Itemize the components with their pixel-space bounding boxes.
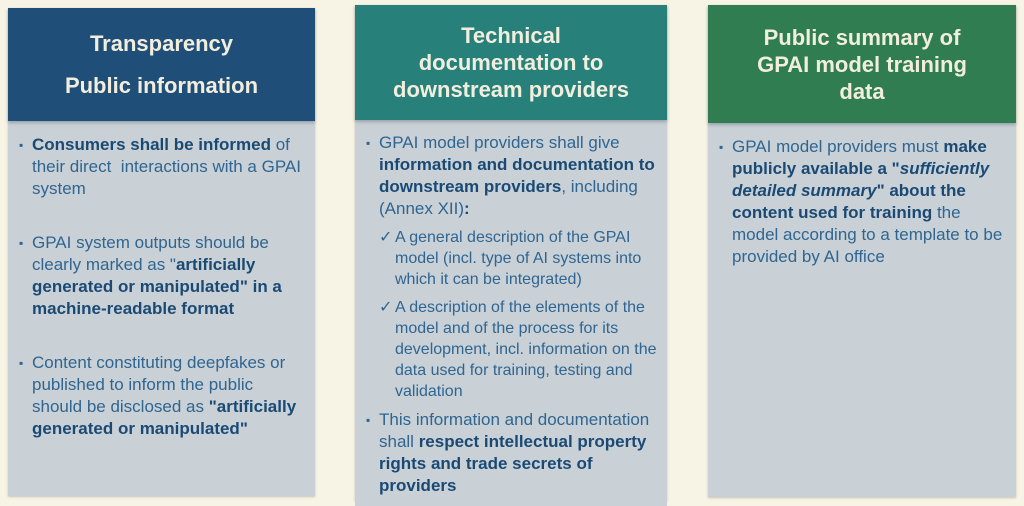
- card-training-data-summary: Public summary of GPAI model training da…: [708, 5, 1016, 497]
- check-icon: ✓: [379, 229, 393, 246]
- bullet-text: GPAI model providers shall give informat…: [379, 133, 660, 218]
- list-item: ▪ GPAI model providers must make publicly…: [719, 136, 1006, 268]
- header-line: documentation to: [418, 50, 604, 75]
- list-item: ▪ Consumers shall be informed of their di…: [19, 134, 305, 200]
- bullet-text: Consumers shall be informed of their dir…: [32, 135, 306, 198]
- list-item-check: ✓A description of the elements of the mo…: [366, 297, 657, 402]
- bullet-icon: ▪: [366, 136, 371, 150]
- bullet-text: A general description of the GPAI model …: [395, 229, 646, 288]
- bullet-icon: ▪: [719, 140, 724, 154]
- header-line: GPAI model training: [757, 51, 967, 77]
- bullet-text: GPAI system outputs should be clearly ma…: [32, 233, 287, 318]
- header-line: Public information: [64, 73, 259, 98]
- bullet-icon: ▪: [19, 138, 24, 152]
- list-item: ▪ GPAI model providers shall give informa…: [366, 132, 657, 220]
- bullet-icon: ▪: [19, 236, 24, 250]
- header-line: downstream providers: [393, 77, 629, 102]
- list-item: ▪ GPAI system outputs should be clearly m…: [19, 232, 305, 320]
- list-item: ▪ This information and documentation shal…: [366, 409, 657, 497]
- card-technical-documentation-body: ▪ GPAI model providers shall give informa…: [355, 120, 667, 506]
- header-line: data: [839, 78, 885, 104]
- card-training-data-summary-header: Public summary of GPAI model training da…: [708, 5, 1016, 123]
- bullet-list: ▪ GPAI model providers shall give informa…: [366, 132, 657, 497]
- card-training-data-summary-body: ▪ GPAI model providers must make publicly…: [708, 123, 1016, 497]
- bullet-list: ▪ GPAI model providers must make publicly…: [719, 136, 1006, 268]
- bullet-text: Content constituting deepfakes or publis…: [32, 353, 301, 438]
- bullet-text: GPAI model providers must make publicly …: [732, 137, 1008, 266]
- card-technical-documentation: Technical documentation to downstream pr…: [355, 5, 667, 506]
- header-line: Public summary of: [763, 24, 961, 50]
- header-line: Technical: [461, 23, 561, 48]
- bullet-icon: ▪: [19, 356, 24, 370]
- card-transparency-body: ▪ Consumers shall be informed of their di…: [8, 121, 315, 496]
- check-icon: ✓: [379, 299, 393, 316]
- card-technical-documentation-header: Technical documentation to downstream pr…: [355, 5, 667, 120]
- card-transparency: Transparency Public information ▪ Consume…: [8, 8, 315, 496]
- bullet-icon: ▪: [366, 413, 371, 427]
- bullet-text: This information and documentation shall…: [379, 410, 654, 495]
- bullet-text: A description of the elements of the mod…: [395, 299, 661, 400]
- header-line: Transparency: [89, 31, 234, 56]
- list-item-check: ✓A general description of the GPAI model…: [366, 227, 657, 290]
- bullet-list: ▪ Consumers shall be informed of their di…: [19, 134, 305, 440]
- card-transparency-header: Transparency Public information: [8, 8, 315, 121]
- list-item: ▪ Content constituting deepfakes or publi…: [19, 352, 305, 440]
